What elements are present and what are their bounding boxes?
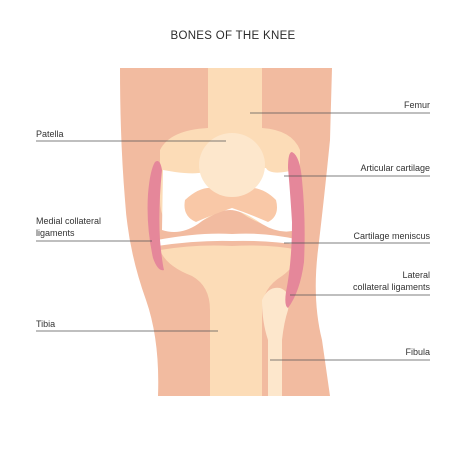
fibula-label: Fibula xyxy=(405,347,430,357)
femur-shaft xyxy=(208,68,262,130)
medial-ligament-shape xyxy=(147,161,164,271)
lateral-ligament-shape xyxy=(285,152,305,308)
medial-collateral-label-line2: ligaments xyxy=(36,228,75,238)
lateral-collateral-label-line2: collateral ligaments xyxy=(352,282,430,292)
articular-cartilage-label: Articular cartilage xyxy=(360,163,430,173)
femur-label: Femur xyxy=(403,100,430,110)
meniscus-shape xyxy=(157,233,300,246)
tibia-label: Tibia xyxy=(36,319,56,329)
tibia-shape xyxy=(160,245,300,396)
cartilage-meniscus-label: Cartilage meniscus xyxy=(353,231,430,241)
fibula-shape xyxy=(262,287,289,396)
lateral-collateral-label-line1: Lateral xyxy=(402,270,430,280)
diagram-title: BONES OF THE KNEE xyxy=(170,30,296,42)
medial-collateral-label-line1: Medial collateral xyxy=(36,216,102,226)
femur-condyle-overlay xyxy=(184,187,277,222)
patella-shape xyxy=(199,133,265,197)
patella-label: Patella xyxy=(36,129,64,139)
